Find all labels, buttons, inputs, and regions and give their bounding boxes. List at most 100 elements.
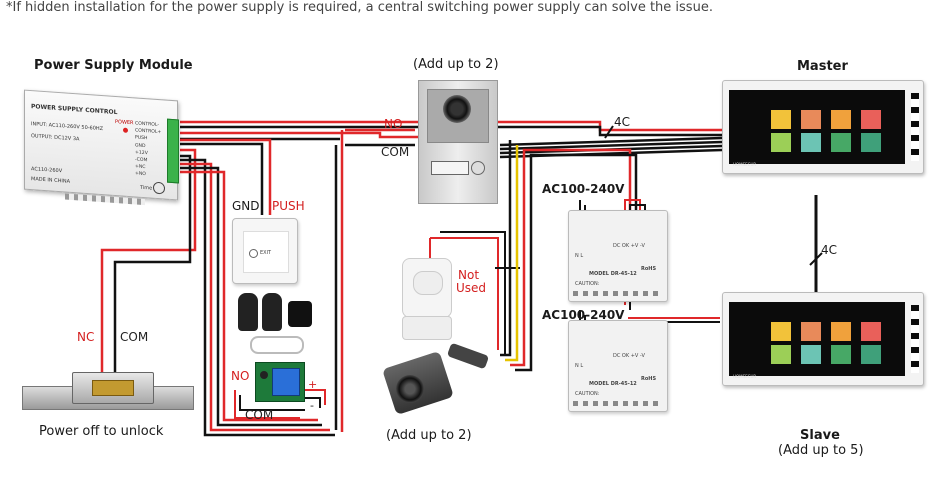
- exit-push-label: PUSH: [272, 199, 305, 213]
- pir-lens-icon: [413, 271, 443, 295]
- remote-plus-label: +: [308, 378, 318, 391]
- slave-tile-4: [861, 322, 881, 341]
- master-tile-6: [801, 133, 821, 152]
- psu-label-top: POWER SUPPLY CONTROL: [31, 103, 118, 117]
- remote-com-label: COM: [245, 408, 274, 422]
- adapter-bottom-vents: [573, 401, 663, 406]
- psu-input: INPUT: AC110-260V 50-60HZ: [31, 121, 104, 133]
- master-title: Master: [797, 59, 848, 74]
- pir-sensor: [402, 258, 452, 318]
- master-tile-7: [831, 133, 851, 152]
- door-call-button: [471, 161, 485, 175]
- master-tile-8: [861, 133, 881, 152]
- 4c-slash-top: [604, 125, 614, 139]
- adapter-bottom-model: MODEL DR-45-12: [589, 381, 637, 387]
- slave-tile-2: [801, 322, 821, 341]
- fob-1-icon: [238, 293, 258, 331]
- psu-terminal-block: [167, 118, 179, 184]
- link-4c-bottom-label: 4C: [821, 243, 838, 257]
- psu-power-led: [123, 127, 128, 133]
- master-brand: HOMSECUR: [733, 162, 757, 167]
- door-station-caption: (Add up to 2): [413, 57, 499, 72]
- terminal-no: +NO: [135, 171, 146, 178]
- door-com-label: COM: [381, 145, 410, 159]
- din-power-adapter-bottom: N L DC OK +V -V MODEL DR-45-12 RoHS CAUT…: [568, 320, 668, 412]
- adapter-bottom-dc: DC OK +V -V: [613, 353, 645, 359]
- psu-module-title: Power Supply Module: [34, 58, 193, 73]
- slave-tile-6: [801, 345, 821, 364]
- exit-button-text: EXIT: [260, 250, 272, 256]
- pir-base: [402, 316, 452, 340]
- master-tile-3: [831, 110, 851, 129]
- fob-3-icon: [288, 301, 312, 327]
- adapter-top-caution: CAUTION:: [575, 281, 600, 287]
- adapter-bottom-nl: N L: [575, 363, 584, 369]
- slave-title: Slave: [800, 428, 840, 443]
- psu-output: OUTPUT: DC12V 3A: [31, 133, 80, 143]
- exit-button-dot-icon: [249, 249, 258, 258]
- electric-strike-lock: [22, 372, 194, 414]
- fob-keyring-icon: [250, 336, 304, 354]
- fob-2-icon: [262, 293, 282, 331]
- psu-ac-label: AC110-260V: [31, 166, 63, 175]
- adapter-top-nl: N L: [575, 253, 584, 259]
- pir-used-label: Used: [456, 281, 487, 295]
- slave-tile-8: [861, 345, 881, 364]
- camera-wires: [500, 140, 638, 372]
- psu-time-label: Time: [140, 184, 153, 192]
- camera-lens-icon: [396, 375, 424, 403]
- door-nameplate: [431, 161, 469, 175]
- relay-coil-icon: [260, 371, 268, 379]
- slave-tile-7: [831, 345, 851, 364]
- psu-to-exit-wires: [180, 138, 272, 215]
- master-tile-5: [771, 133, 791, 152]
- adapter-top-vents: [573, 291, 663, 296]
- door-relay-wires: [334, 128, 415, 432]
- adapter-top-dc: DC OK +V -V: [613, 243, 645, 249]
- psu-made-label: MADE IN CHINA: [31, 176, 71, 185]
- adapter-bottom-caution: CAUTION:: [575, 391, 600, 397]
- slave-monitor: HOMSECUR: [722, 292, 924, 386]
- door-camera-lens-icon: [443, 95, 471, 123]
- psu-to-remote-wires: [180, 158, 335, 437]
- master-screen: [729, 90, 905, 164]
- installation-note: *If hidden installation for the power su…: [6, 0, 713, 15]
- master-tile-1: [771, 110, 791, 129]
- adapter-bottom-rohs: RoHS: [641, 376, 657, 382]
- master-monitor: HOMSECUR: [722, 80, 924, 174]
- link-4c-top-label: 4C: [614, 115, 631, 129]
- door-station: [418, 80, 498, 204]
- psu-to-lock-wires: [100, 148, 197, 372]
- power-supply-module: POWER SUPPLY CONTROL INPUT: AC110-260V 5…: [24, 89, 179, 206]
- psu-time-knob: [153, 181, 165, 195]
- adapter-top-model: MODEL DR-45-12: [589, 271, 637, 277]
- camera-caption: (Add up to 2): [386, 428, 472, 443]
- adapter-bottom-label: AC100-240V: [542, 308, 625, 322]
- adapter-top-rohs: RoHS: [641, 266, 657, 272]
- camera-mount: [446, 342, 490, 370]
- adapter-top-label: AC100-240V: [542, 182, 625, 196]
- lock-caption: Power off to unlock: [39, 424, 164, 439]
- slave-tile-3: [831, 322, 851, 341]
- master-side-buttons: [911, 93, 919, 161]
- 4c-slash-bottom: [809, 252, 823, 266]
- slave-brand: HOMSECUR: [733, 374, 757, 379]
- lock-nc-label: NC: [77, 330, 95, 344]
- lock-latch: [92, 380, 134, 396]
- door-no-label: NO: [384, 117, 403, 131]
- psu-power-label: POWER: [115, 118, 134, 127]
- remote-module-wires: [234, 389, 326, 419]
- master-tile-4: [861, 110, 881, 129]
- master-tile-2: [801, 110, 821, 129]
- slave-tile-1: [771, 322, 791, 341]
- exit-button-plate: EXIT: [232, 218, 298, 284]
- pir-not-label: Not: [458, 268, 480, 282]
- din-power-adapter-top: N L DC OK +V -V MODEL DR-45-12 RoHS CAUT…: [568, 210, 668, 302]
- remote-minus-label: -: [310, 399, 314, 412]
- remote-relay-module: [255, 362, 305, 402]
- exit-gnd-label: GND: [232, 199, 260, 213]
- slave-subtitle: (Add up to 5): [778, 443, 864, 458]
- slave-side-buttons: [911, 305, 919, 373]
- slave-tile-5: [771, 345, 791, 364]
